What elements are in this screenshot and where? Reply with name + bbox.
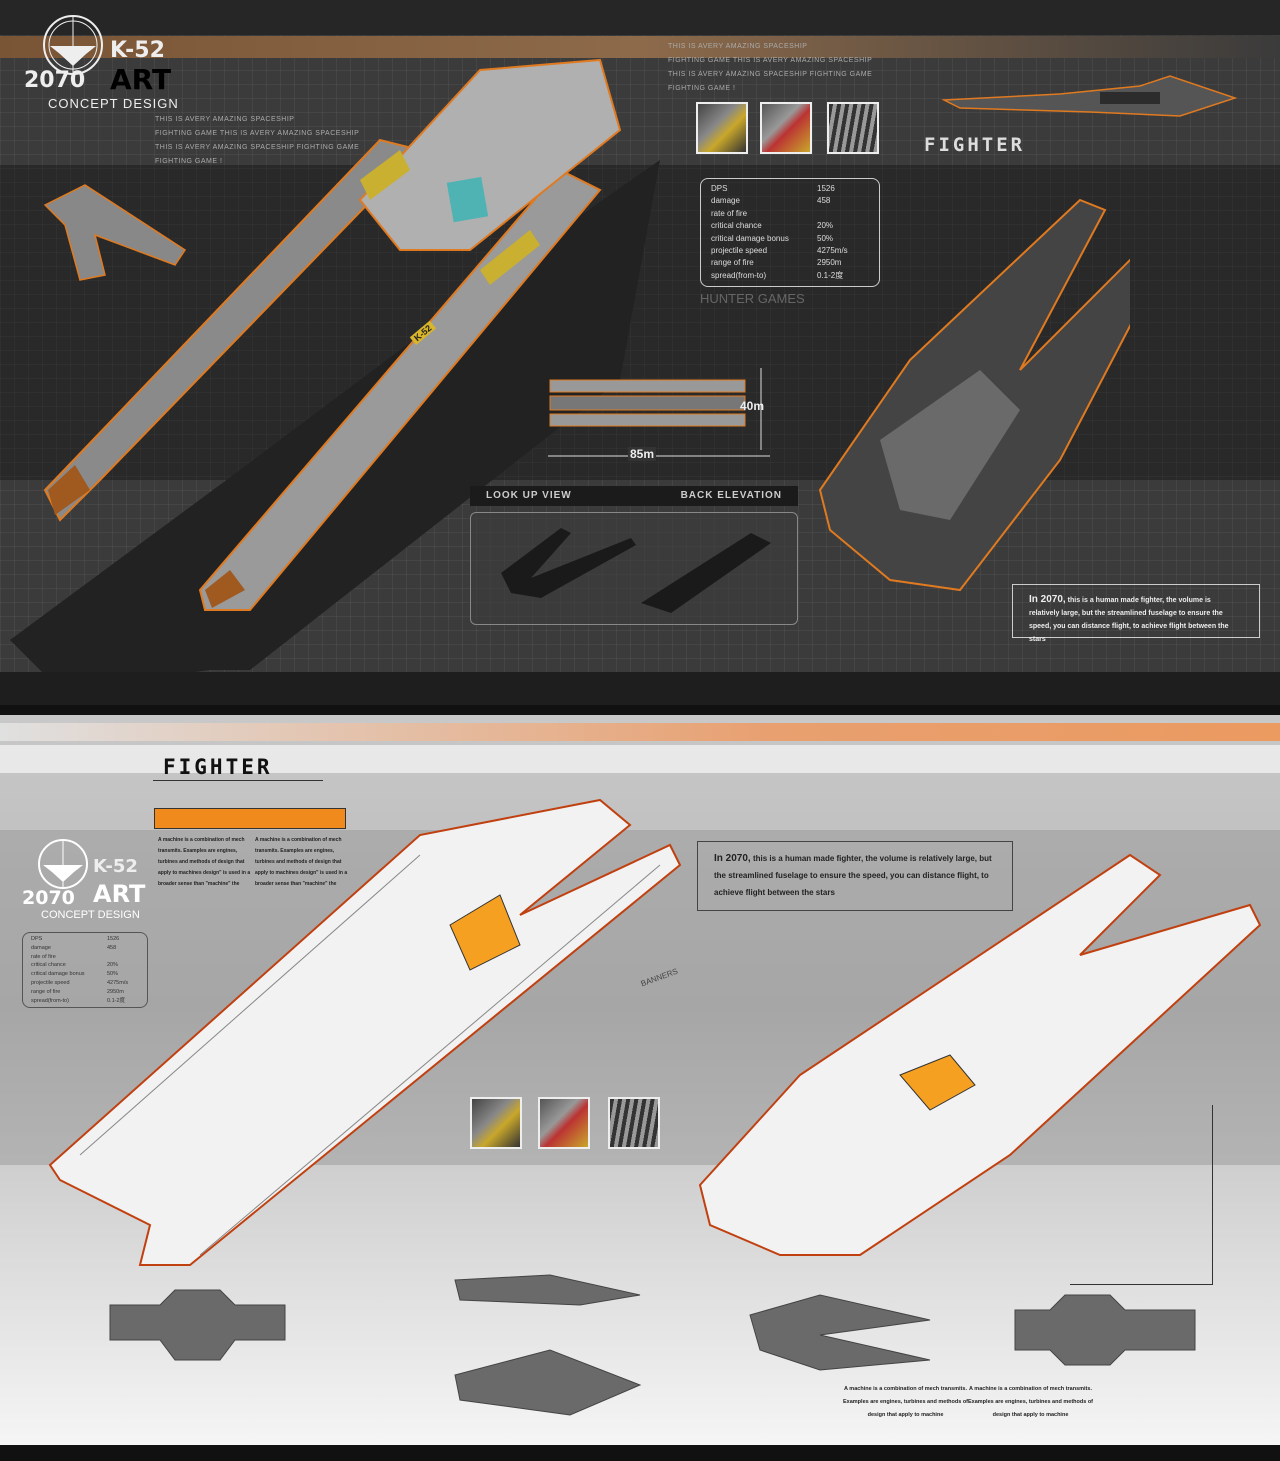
description-box: In 2070, this is a human made fighter, t…: [1012, 584, 1260, 643]
machine-text-4: A machine is a combination of mech trans…: [968, 1386, 1094, 1418]
fighter-title-bottom: FIGHTER: [163, 755, 273, 779]
logo-emblem-icon: [43, 15, 103, 75]
machine-text-2: A machine is a combination of mech trans…: [255, 837, 348, 887]
stat-row: spread(from-to)0.1-2度: [711, 270, 844, 280]
stat-row: spread(from-to)0.1-2度: [31, 997, 126, 1004]
logo-subtitle-bottom: CONCEPT DESIGN: [41, 909, 140, 921]
stat-row: rate of fire: [31, 953, 56, 960]
top-band: [0, 0, 1280, 35]
logo-art-bottom: ART: [93, 880, 146, 908]
views-panel: [470, 512, 798, 625]
detail-thumbnail-vents[interactable]: [608, 1097, 660, 1149]
bottom-band: [0, 672, 1280, 705]
ship-side-profile: [941, 75, 1238, 117]
lineart-ship-right: [698, 853, 1262, 1256]
detail-thumbnail-cockpit[interactable]: [696, 102, 748, 154]
detail-thumbnail-hatch[interactable]: [538, 1097, 590, 1149]
turret-render: [43, 184, 187, 281]
fighter-title: FIGHTER: [924, 134, 1026, 156]
logo-emblem-icon: [38, 839, 88, 889]
dimension-height: 40m: [740, 399, 765, 413]
orthographic-views: [109, 1274, 1196, 1416]
front-ship-render: [818, 198, 1130, 592]
orange-bar: [154, 808, 346, 829]
detail-thumbnail-hatch[interactable]: [760, 102, 812, 154]
logo-year-bottom: 2070: [22, 887, 75, 909]
back-elevation-label: BACK ELEVATION: [680, 490, 782, 501]
detail-thumbnail-vents[interactable]: [827, 102, 879, 154]
orange-stripe: [0, 723, 1280, 741]
dimension-length: 85m: [628, 447, 657, 461]
bottom-panel: FIGHTER K-52 2070 ART CONCEPT DESIGN A m…: [0, 715, 1280, 1445]
title-rule: [153, 780, 323, 781]
logo-model: K-52: [110, 38, 165, 63]
logo-art: ART: [110, 63, 172, 96]
machine-text-3: A machine is a combination of mech trans…: [843, 1386, 969, 1418]
description-box-bottom: In 2070, this is a human made fighter, t…: [697, 841, 1013, 911]
dimension-diagram: [548, 368, 770, 457]
light-stripe: [0, 745, 1280, 773]
brown-stripe: [0, 36, 1280, 58]
machine-text-1: A machine is a combination of mech trans…: [158, 837, 251, 887]
look-up-view-label: LOOK UP VIEW: [486, 490, 572, 501]
logo-year: 2070: [24, 68, 86, 93]
main-ship-render: [10, 58, 660, 680]
frame-corner: [1070, 1105, 1213, 1285]
detail-thumbnail-cockpit[interactable]: [470, 1097, 522, 1149]
lineart-ship-left: [48, 798, 682, 1266]
watermark: HUNTER GAMES: [700, 291, 805, 306]
views-header: LOOK UP VIEW BACK ELEVATION: [470, 486, 798, 506]
view-silhouettes: [501, 528, 771, 613]
logo-subtitle: CONCEPT DESIGN: [48, 96, 179, 111]
top-panel: K-52 2070 ART CONCEPT DESIGN THIS IS AVE…: [0, 0, 1280, 705]
stat-row: rate of fire: [711, 208, 748, 218]
logo-model-bottom: K-52: [93, 856, 138, 877]
